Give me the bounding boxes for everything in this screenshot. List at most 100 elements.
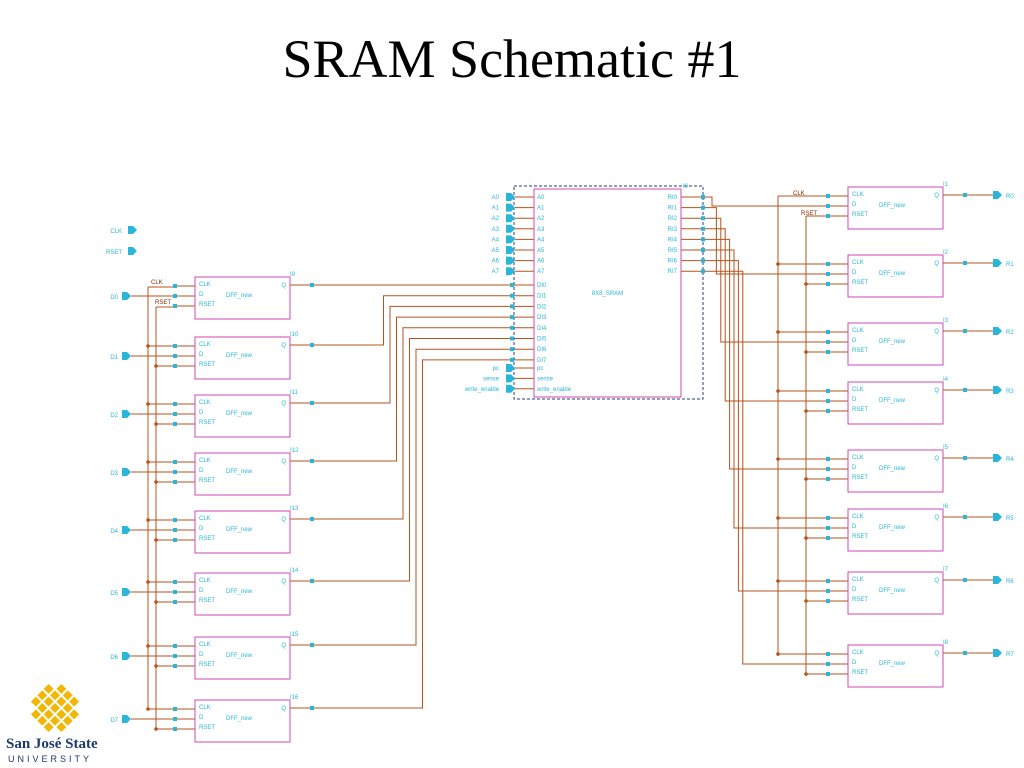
pin-marker [963, 193, 967, 197]
dff-instance-label: I12 [290, 448, 299, 454]
dff-instance-label: I9 [290, 272, 296, 278]
logo-tile [37, 703, 48, 713]
pin-marker [826, 579, 830, 583]
junction-dot [776, 330, 780, 334]
data-input-label: D1 [110, 355, 118, 361]
pin-marker [826, 399, 830, 403]
junction-dot [804, 536, 808, 540]
dff-cell-name: DFF_new [226, 353, 253, 359]
dff-clk-pin-label: CLK [199, 282, 211, 288]
dff-q-pin-label: Q [934, 193, 939, 199]
pin-marker [963, 651, 967, 655]
address-port-icon [506, 224, 515, 233]
q-to-sram-wire [312, 295, 512, 346]
junction-dot [804, 477, 808, 481]
logo-tile [30, 709, 41, 720]
pin-marker [510, 315, 514, 320]
pin-marker [173, 538, 177, 542]
dff-rset-pin-label: RSET [852, 670, 868, 676]
q-to-sram-wire [312, 359, 512, 709]
junction-dot [154, 480, 158, 484]
dff-instance-label: I10 [290, 332, 299, 338]
pin-marker [310, 643, 314, 647]
junction-dot [146, 580, 150, 584]
dff-box [847, 322, 944, 366]
pin-marker [173, 664, 177, 668]
sram-control-pin-label: sense [537, 376, 554, 382]
dff-d-pin-label: D [199, 292, 204, 298]
address-port-icon [506, 203, 515, 212]
pin-marker [963, 515, 967, 519]
dff-box [847, 186, 944, 230]
address-port-label: A6 [492, 259, 500, 265]
q-to-sram-wire [312, 348, 512, 646]
sram-output-pin-label: RI3 [668, 227, 678, 233]
pin-marker [173, 304, 177, 308]
address-port-label: A5 [492, 248, 500, 254]
dff-q-pin-label: Q [281, 643, 286, 649]
rset-wire-label: RSET [155, 300, 171, 306]
sram-output-pin-label: RI4 [668, 237, 678, 243]
dff-instance-label: I7 [943, 567, 949, 573]
output-port-label: R2 [1006, 330, 1014, 336]
sram-to-dff-wire [703, 238, 828, 470]
control-port-icon [506, 384, 515, 393]
dff-q-pin-label: Q [934, 261, 939, 267]
pin-marker [826, 194, 830, 198]
address-port-label: A1 [492, 206, 500, 212]
junction-dot [804, 672, 808, 676]
data-input-port-icon [122, 526, 131, 534]
pin-marker [173, 518, 177, 522]
junction-dot [146, 707, 150, 711]
dff-clk-pin-label: CLK [852, 387, 864, 393]
address-port-label: A0 [492, 195, 500, 201]
dff-instance-label: I5 [943, 445, 949, 451]
sjsu-logo-icon [30, 683, 80, 733]
sram-output-pin-label: RI2 [668, 216, 678, 222]
sram-data-pin-label: DI2 [537, 304, 547, 310]
pin-marker [510, 304, 514, 309]
pin-marker [826, 662, 830, 666]
pin-marker [173, 654, 177, 658]
junction-dot [154, 664, 158, 668]
dff-instance-label: I1 [943, 182, 949, 188]
university-logo [0, 680, 110, 768]
address-port-icon [506, 256, 515, 265]
junction-dot [146, 460, 150, 464]
dff-cell-name: DFF_new [226, 527, 253, 533]
data-input-port-icon [122, 468, 131, 476]
junction-dot [154, 600, 158, 604]
output-port-icon [993, 259, 1002, 267]
sram-to-dff-wire [703, 260, 828, 592]
pin-marker [310, 343, 314, 347]
dff-box [194, 276, 291, 320]
address-port-label: A4 [492, 237, 500, 243]
dff-box [847, 381, 944, 425]
dff-clk-pin-label: CLK [852, 455, 864, 461]
dff-box [847, 449, 944, 493]
rset-port-icon [128, 247, 137, 255]
q-to-sram-wire [312, 338, 512, 582]
pin-marker [826, 282, 830, 286]
data-input-port-icon [122, 588, 131, 596]
dff-rset-pin-label: RSET [852, 407, 868, 413]
pin-marker [173, 600, 177, 604]
dff-q-pin-label: Q [281, 459, 286, 465]
dff-cell-name: DFF_new [226, 469, 253, 475]
q-to-sram-wire [312, 327, 512, 520]
parts-layer: CLKRSETCLKRSETI9CLKDRSETDFF_newQD0I10CLK… [106, 182, 1014, 743]
data-input-port-icon [122, 410, 131, 418]
junction-dot [776, 262, 780, 266]
output-port-label: R4 [1006, 457, 1014, 463]
dff-cell-name: DFF_new [879, 398, 906, 404]
dff-cell-name: DFF_new [226, 653, 253, 659]
sram-data-pin-label: DI6 [537, 347, 547, 353]
output-port-label: R3 [1006, 389, 1014, 395]
sram-box [533, 188, 682, 398]
pin-marker [826, 589, 830, 593]
output-port-icon [993, 327, 1002, 335]
sram-output-pin-label: RI0 [668, 195, 678, 201]
logo-tile [43, 696, 54, 707]
sram-to-dff-wire [703, 217, 828, 343]
pin-marker [173, 284, 177, 288]
